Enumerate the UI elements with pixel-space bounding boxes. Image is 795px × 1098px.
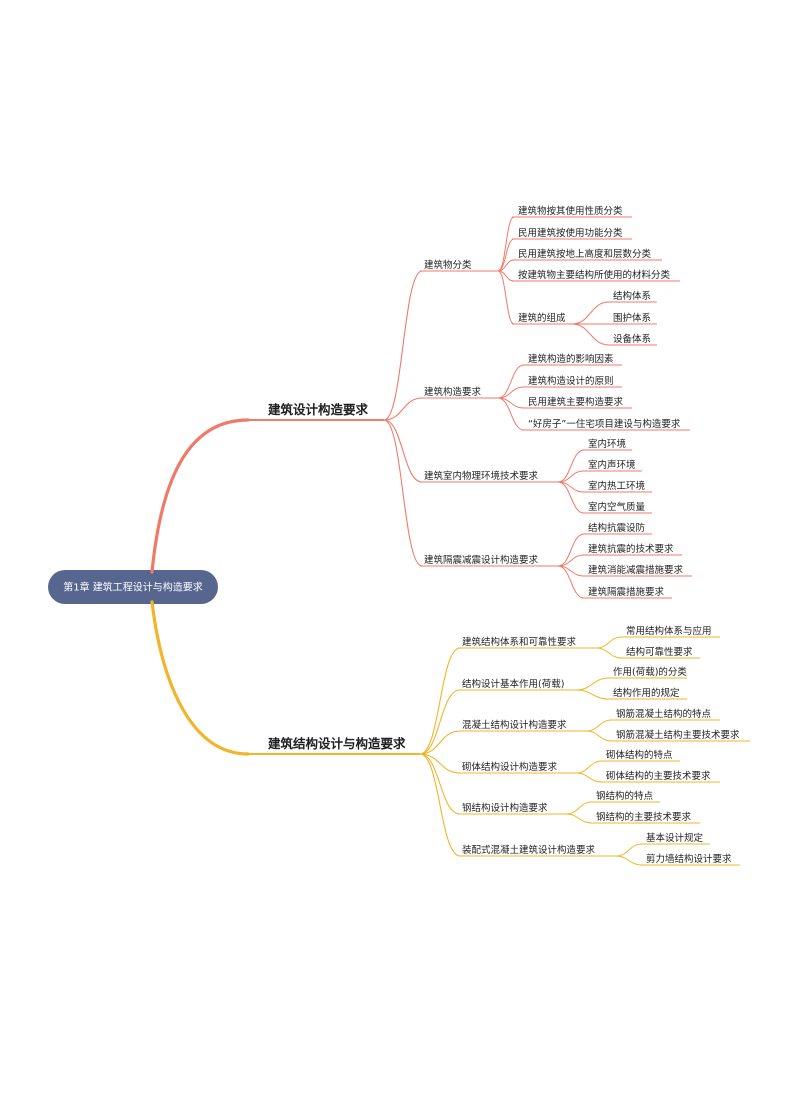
topic-link xyxy=(575,760,603,774)
subtopic-node[interactable]: 钢结构设计构造要求 xyxy=(462,802,548,814)
topic-link xyxy=(565,813,593,824)
topic-node[interactable]: 钢筋混凝土结构主要技术要求 xyxy=(616,729,740,741)
subtopic-node[interactable]: 建筑室内物理环境技术要求 xyxy=(424,470,539,482)
topic-node[interactable]: 室内热工环境 xyxy=(588,480,646,492)
subtopic-link xyxy=(419,753,461,815)
root-node-label[interactable]: 第1章 建筑工程设计与构造要求 xyxy=(63,581,203,594)
topic-node[interactable]: 结构抗震设防 xyxy=(588,522,646,534)
subtopic-link xyxy=(383,419,423,483)
leaf-node[interactable]: 设备体系 xyxy=(613,333,651,345)
subtopic-link xyxy=(419,647,461,755)
topic-node[interactable]: 室内环境 xyxy=(588,438,627,450)
topic-link xyxy=(575,677,610,691)
topic-node[interactable]: 钢结构的特点 xyxy=(596,790,654,802)
branch-node[interactable]: 建筑结构设计与构造要求 xyxy=(268,736,406,751)
topic-link xyxy=(497,270,515,325)
topic-node[interactable]: 基本设计规定 xyxy=(646,832,704,844)
topic-link xyxy=(615,843,643,857)
topic-node[interactable]: 按建筑物主要结构所使用的材料分类 xyxy=(518,269,671,281)
topic-link xyxy=(585,719,613,732)
topic-node[interactable]: 结构可靠性要求 xyxy=(626,646,693,658)
topic-node[interactable]: 建筑构造设计的原则 xyxy=(528,375,614,387)
leaf-link xyxy=(571,301,610,325)
topic-link xyxy=(595,636,623,649)
subtopic-link xyxy=(419,730,461,755)
subtopic-node[interactable]: 建筑构造要求 xyxy=(424,386,482,398)
topic-link xyxy=(557,470,585,483)
topic-node[interactable]: 室内空气质量 xyxy=(588,501,646,513)
leaf-node[interactable]: 围护体系 xyxy=(613,312,651,324)
topic-link xyxy=(557,533,585,567)
topic-node[interactable]: 常用结构体系与应用 xyxy=(626,625,712,637)
subtopic-node[interactable]: 建筑结构体系和可靠性要求 xyxy=(462,636,577,648)
subtopic-link xyxy=(383,419,423,567)
topic-link xyxy=(575,772,603,783)
topic-link xyxy=(615,855,643,866)
topic-node[interactable]: 结构作用的规定 xyxy=(613,687,680,699)
topic-node[interactable]: 建筑构造的影响因素 xyxy=(528,353,614,365)
topic-node[interactable]: 砌体结构的特点 xyxy=(606,749,673,761)
leaf-link xyxy=(571,323,610,346)
topic-link xyxy=(585,730,613,742)
topic-node[interactable]: 作用(荷载)的分类 xyxy=(613,666,687,678)
topic-link xyxy=(497,238,515,272)
topic-link xyxy=(565,801,593,815)
subtopic-node[interactable]: 装配式混凝土建筑设计构造要求 xyxy=(462,844,596,856)
topic-node[interactable]: 钢结构的主要技术要求 xyxy=(596,811,692,823)
topic-link xyxy=(497,386,525,399)
subtopic-link xyxy=(383,397,423,421)
branch-link xyxy=(150,418,250,574)
topic-link xyxy=(557,449,585,483)
topic-node[interactable]: 剪力墙结构设计要求 xyxy=(646,853,732,865)
root-node[interactable] xyxy=(48,570,218,604)
topic-node[interactable]: “好房子”一住宅项目建设与构造要求 xyxy=(528,418,681,430)
topic-node[interactable]: 建筑的组成 xyxy=(518,312,566,324)
topic-link xyxy=(575,689,610,700)
topic-node[interactable]: 钢筋混凝土结构的特点 xyxy=(616,708,712,720)
subtopic-link xyxy=(419,753,461,857)
subtopic-node[interactable]: 结构设计基本作用(荷载) xyxy=(462,678,564,690)
topic-node[interactable]: 建筑抗震的技术要求 xyxy=(588,543,674,555)
branch-node[interactable]: 建筑设计构造要求 xyxy=(268,402,369,417)
topic-link xyxy=(497,397,525,431)
subtopic-node[interactable]: 砌体结构设计构造要求 xyxy=(462,761,558,773)
subtopic-link xyxy=(419,689,461,755)
topic-node[interactable]: 建筑物按其使用性质分类 xyxy=(518,205,623,217)
topic-link xyxy=(557,565,585,599)
topic-node[interactable]: 建筑消能减震措施要求 xyxy=(588,564,684,576)
topic-node[interactable]: 建筑隔震措施要求 xyxy=(588,586,665,598)
branch-link xyxy=(150,600,250,756)
topic-link xyxy=(557,481,585,514)
topic-node[interactable]: 民用建筑按地上高度和层数分类 xyxy=(518,248,652,260)
subtopic-link xyxy=(383,270,423,421)
leaf-node[interactable]: 结构体系 xyxy=(613,290,651,302)
topic-link xyxy=(557,554,585,567)
topic-node[interactable]: 民用建筑按使用功能分类 xyxy=(518,227,623,239)
subtopic-node[interactable]: 建筑隔震减震设计构造要求 xyxy=(424,554,539,566)
subtopic-node[interactable]: 建筑物分类 xyxy=(424,259,472,271)
topic-node[interactable]: 砌体结构的主要技术要求 xyxy=(606,770,711,782)
topic-node[interactable]: 民用建筑主要构造要求 xyxy=(528,396,624,408)
topic-link xyxy=(497,364,525,399)
subtopic-node[interactable]: 混凝土结构设计构造要求 xyxy=(462,719,567,731)
topic-node[interactable]: 室内声环境 xyxy=(588,459,636,471)
topic-link xyxy=(497,216,515,272)
topic-link xyxy=(595,647,623,659)
